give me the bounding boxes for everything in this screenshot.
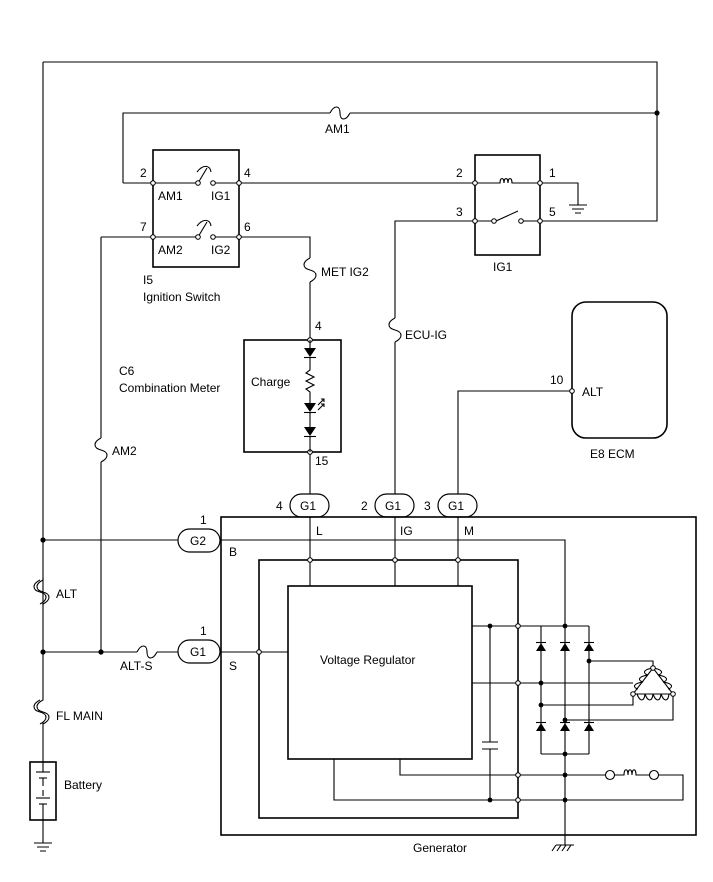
connector-g1-l: G1 4 <box>276 493 330 518</box>
fuse-am2-label: AM2 <box>112 444 137 458</box>
battery-label: Battery <box>64 778 102 792</box>
fuse-fl-main: FL MAIN <box>33 698 103 725</box>
ignition-switch-pin-7: 7 <box>140 220 147 234</box>
combination-meter-ref: C6 <box>119 364 135 378</box>
ignition-switch: 2 4 7 6 AM1 IG1 AM2 IG2 I5 Ignition Swit… <box>140 149 251 304</box>
battery: Battery <box>29 761 102 821</box>
ignition-switch-contact-ig1: IG1 <box>211 189 231 203</box>
connector-g2-b-label: G2 <box>190 534 206 548</box>
connector-g1-l-label: G1 <box>300 499 316 513</box>
fuse-am1: AM1 <box>325 106 351 136</box>
generator: L IG M B S Voltage Regulator Generator <box>220 516 697 855</box>
connector-g1-s-label: G1 <box>190 645 206 659</box>
ecm-pin-10: 10 <box>550 373 564 387</box>
ecm: 10 ALT E8 ECM <box>550 301 668 461</box>
generator-terminal-b: B <box>229 545 237 559</box>
ecm-terminal-alt: ALT <box>582 385 604 399</box>
generator-terminal-s: S <box>229 659 237 673</box>
combination-meter-pin-15: 15 <box>315 454 329 468</box>
combination-meter-name: Combination Meter <box>119 381 220 395</box>
ignition-switch-name: Ignition Switch <box>143 290 220 304</box>
charge-lamp-label: Charge <box>251 375 291 389</box>
ig1-relay-name: IG1 <box>493 260 513 274</box>
fuse-fl-main-label: FL MAIN <box>56 709 103 723</box>
ignition-switch-pin-2: 2 <box>140 166 147 180</box>
generator-terminal-m: M <box>464 524 474 538</box>
power-wires <box>42 61 658 843</box>
connector-g1-l-pin: 4 <box>276 499 283 513</box>
fuse-am1-label: AM1 <box>325 122 350 136</box>
fuse-alt: ALT <box>33 578 78 606</box>
ignition-switch-contact-am1: AM1 <box>158 189 183 203</box>
generator-terminal-ig: IG <box>400 524 413 538</box>
connector-g1-s-pin: 1 <box>200 624 207 638</box>
ig1-relay-pin-3: 3 <box>456 205 463 219</box>
ig1-relay-pin-2: 2 <box>456 166 463 180</box>
ignition-switch-ref: I5 <box>143 273 153 287</box>
ig1-relay-pin-1: 1 <box>549 166 556 180</box>
ig1-relay: 2 1 3 5 IG1 <box>456 154 556 274</box>
fuse-met-ig2-label: MET IG2 <box>321 265 369 279</box>
fuse-ecu-ig: ECU-IG <box>388 317 447 343</box>
fuse-alt-s: ALT-S <box>120 645 158 673</box>
fuse-am2: AM2 <box>94 437 137 463</box>
ground-symbol-relay <box>569 204 587 214</box>
ignition-switch-contact-ig2: IG2 <box>211 243 231 257</box>
fuse-ecu-ig-label: ECU-IG <box>405 328 447 342</box>
connector-g2-b-pin: 1 <box>200 513 207 527</box>
ground-symbol-battery <box>34 842 52 852</box>
ignition-switch-contact-am2: AM2 <box>158 243 183 257</box>
ignition-switch-pin-6: 6 <box>244 220 251 234</box>
wire-junctions <box>40 110 660 655</box>
ecm-name: E8 ECM <box>590 447 635 461</box>
connector-g1-s: G1 1 <box>177 624 221 664</box>
ignition-switch-pin-4: 4 <box>244 166 251 180</box>
connector-g1-ig: G1 2 <box>361 493 415 518</box>
connector-g1-m-label: G1 <box>448 499 464 513</box>
ig1-relay-pin-5: 5 <box>549 205 556 219</box>
connector-g1-m-pin: 3 <box>424 499 431 513</box>
fuse-alt-label: ALT <box>56 587 78 601</box>
connector-g1-ig-label: G1 <box>385 499 401 513</box>
combination-meter: 4 15 C6 Combination Meter Charge <box>119 319 342 468</box>
connector-g1-m: G1 3 <box>424 493 478 518</box>
fuse-met-ig2: MET IG2 <box>303 257 369 283</box>
connector-g1-ig-pin: 2 <box>361 499 368 513</box>
voltage-regulator-label: Voltage Regulator <box>320 653 415 667</box>
generator-terminal-l: L <box>316 524 323 538</box>
generator-name: Generator <box>413 841 467 855</box>
fuse-alt-s-label: ALT-S <box>120 659 152 673</box>
combination-meter-pin-4: 4 <box>315 319 322 333</box>
connector-g2-b: G2 1 <box>177 513 221 553</box>
